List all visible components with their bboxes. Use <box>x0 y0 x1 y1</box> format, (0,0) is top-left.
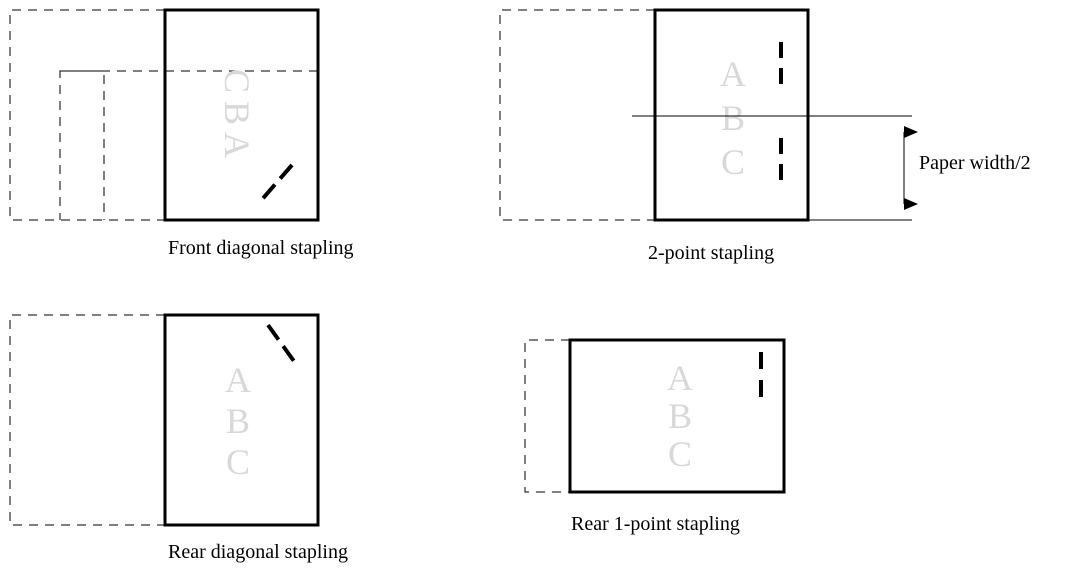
rear-diagonal-stapling-figure: A B C <box>9 313 320 527</box>
watermark-abc: A B C <box>225 360 251 482</box>
paper-width-half-label: Paper width/2 <box>919 152 1031 174</box>
watermark-letter-b: B <box>668 396 692 436</box>
two-point-stapling-figure: A B C Paper width/2 <box>499 8 1031 222</box>
watermark-letter-c: C <box>721 142 745 182</box>
front-diagonal-stapling-figure: A B C <box>9 8 320 222</box>
rear-one-point-stapling-figure: A B C <box>524 338 786 494</box>
caption-front-diagonal: Front diagonal stapling <box>168 237 354 259</box>
staple-mark <box>266 323 298 366</box>
caption-rear-one-point: Rear 1-point stapling <box>571 513 740 535</box>
outline-large-paper <box>9 9 165 221</box>
watermark-abc: A B C <box>217 69 257 158</box>
watermark-letter-b: B <box>721 98 745 138</box>
paper-sheet <box>163 313 320 527</box>
watermark-abc: A B C <box>720 54 746 182</box>
outline-medium-paper <box>59 70 318 220</box>
outline-large-paper <box>499 9 655 221</box>
staple-mark <box>256 163 294 206</box>
caption-rear-diagonal: Rear diagonal stapling <box>168 541 348 563</box>
watermark-letter-c: C <box>217 69 257 93</box>
watermark-letter-b: B <box>226 401 250 441</box>
paper-sheet <box>653 8 810 222</box>
outline-paper <box>524 339 570 493</box>
outline-small-paper <box>60 70 105 220</box>
watermark-letter-a: A <box>217 132 257 158</box>
watermark-letter-c: C <box>226 442 250 482</box>
caption-two-point: 2-point stapling <box>648 242 774 264</box>
watermark-letter-a: A <box>667 358 693 398</box>
paper-sheet <box>163 8 320 222</box>
watermark-letter-a: A <box>720 54 746 94</box>
watermark-letter-b: B <box>217 101 257 125</box>
watermark-abc: A B C <box>667 358 693 474</box>
paper-sheet <box>568 338 786 494</box>
watermark-letter-c: C <box>668 434 692 474</box>
outline-large-paper <box>9 314 165 526</box>
watermark-letter-a: A <box>225 360 251 400</box>
